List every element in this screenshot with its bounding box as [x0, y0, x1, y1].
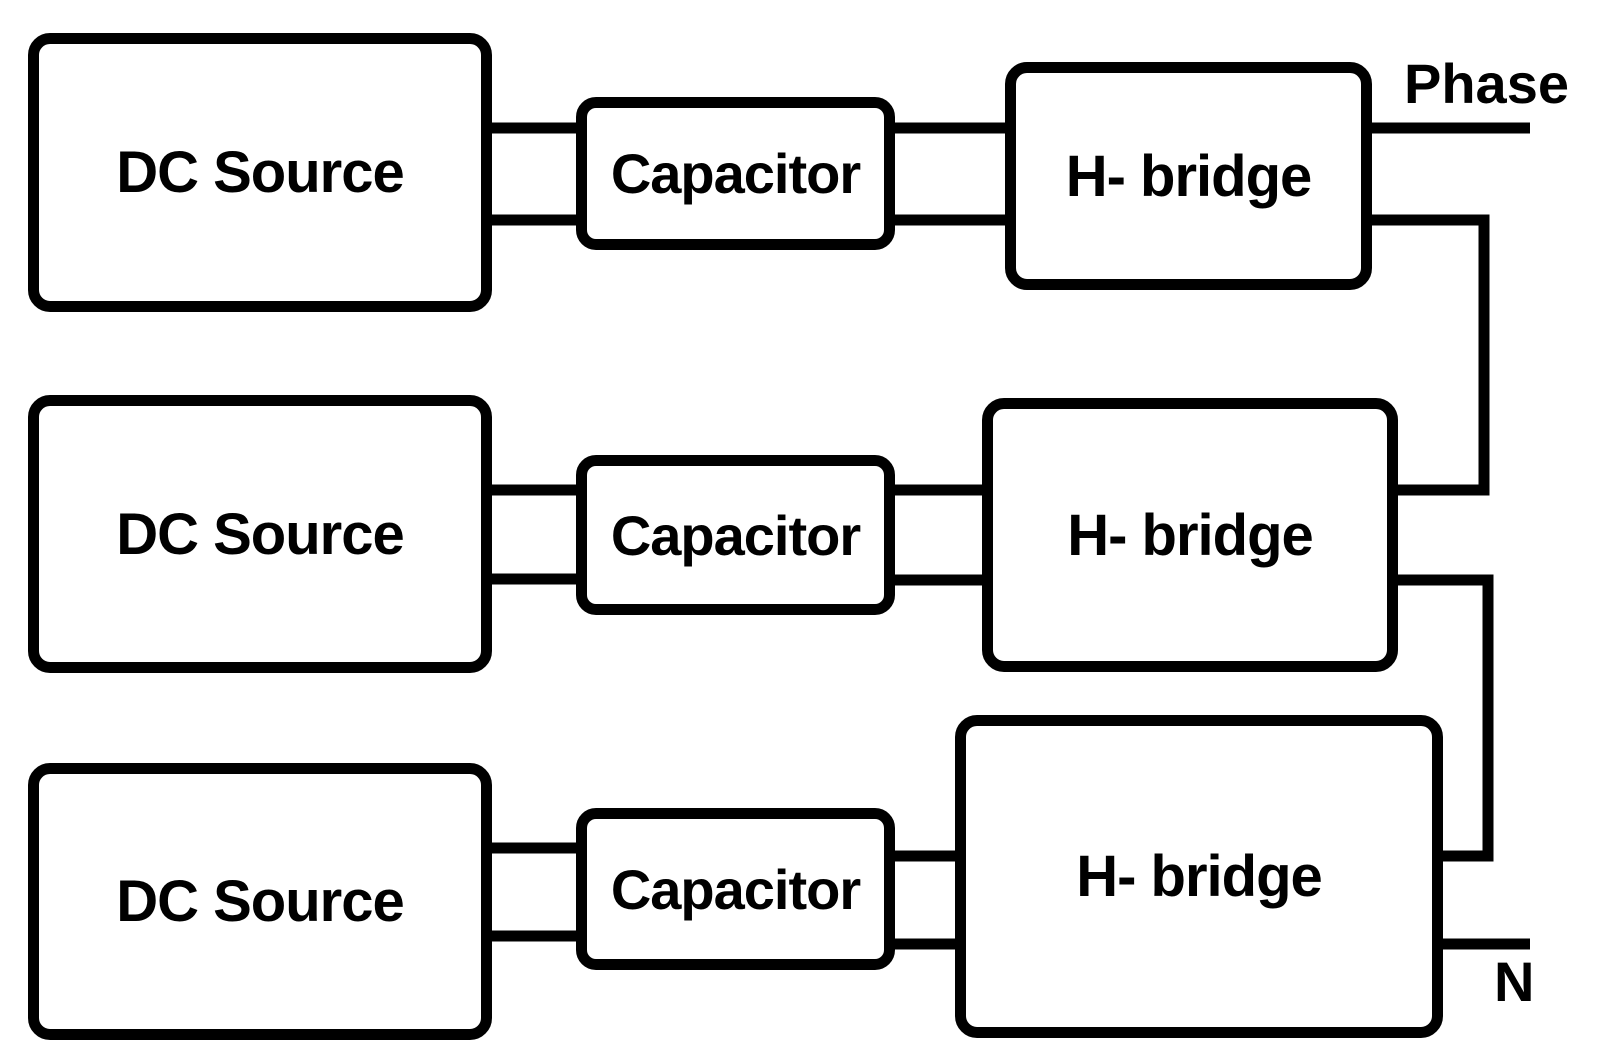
capacitor-label: Capacitor — [610, 503, 861, 567]
capacitor-box-row2: Capacitor — [576, 455, 895, 615]
capacitor-label: Capacitor — [610, 857, 861, 921]
h-bridge-box-row3: H- bridge — [955, 715, 1443, 1038]
neutral-terminal-label: N — [1494, 950, 1535, 1013]
capacitor-label: Capacitor — [610, 142, 861, 205]
dc-source-label: DC Source — [116, 140, 405, 205]
dc-source-box-row1: DC Source — [28, 33, 492, 312]
dc-source-box-row2: DC Source — [28, 395, 492, 673]
phase-terminal-label: Phase — [1404, 52, 1569, 115]
wire-hbridge2-to-hbridge3 — [1392, 574, 1494, 862]
dc-source-label: DC Source — [116, 501, 405, 567]
capacitor-box-row1: Capacitor — [576, 97, 895, 250]
h-bridge-label: H- bridge — [1067, 502, 1314, 568]
h-bridge-label: H- bridge — [1076, 844, 1323, 909]
h-bridge-label: H- bridge — [1065, 143, 1313, 209]
wire-hbridge1-to-hbridge2 — [1366, 214, 1490, 496]
dc-source-label: DC Source — [116, 869, 405, 934]
h-bridge-box-row1: H- bridge — [1005, 62, 1372, 290]
h-bridge-box-row2: H- bridge — [982, 398, 1398, 672]
dc-source-box-row3: DC Source — [28, 763, 492, 1040]
capacitor-box-row3: Capacitor — [576, 808, 895, 970]
